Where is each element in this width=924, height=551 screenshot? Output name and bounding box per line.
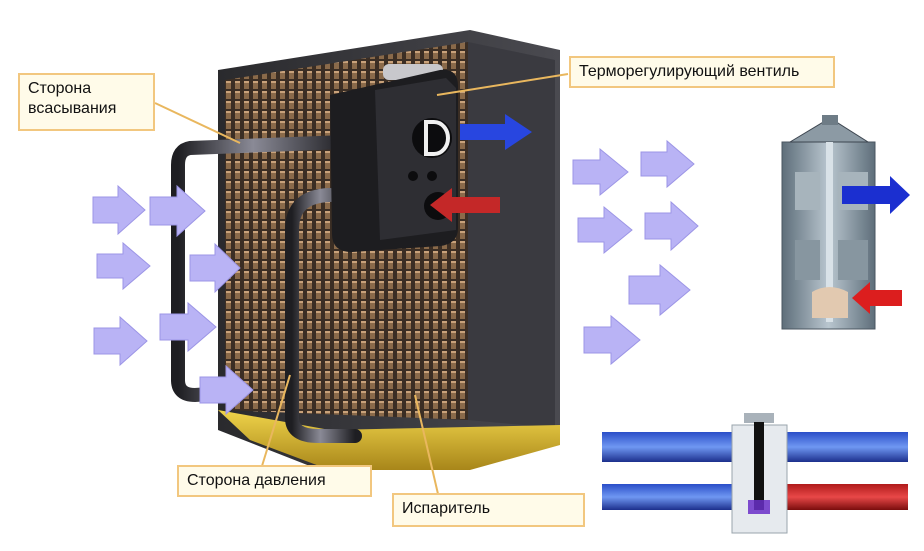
airflow-arrow-icon: [628, 263, 691, 317]
pipe-cutaway: [602, 413, 908, 534]
airflow-arrow-icon: [640, 139, 695, 189]
blue-arrow-icon: [842, 176, 910, 214]
airflow-arrow-icon: [583, 314, 641, 366]
expansion-valve: [330, 64, 458, 252]
airflow-arrow-icon: [577, 205, 633, 255]
airflow-arrow-icon: [644, 200, 699, 252]
red-arrow-icon: [430, 188, 500, 222]
evaporator-label: Испаритель: [392, 493, 585, 527]
airflow-arrow-icon: [189, 242, 241, 294]
airflow-arrow-icon: [96, 241, 151, 291]
suction-pipe: [171, 135, 352, 403]
pressure-side-label: Сторона давления: [177, 465, 372, 497]
label-leader-lines: [154, 73, 569, 495]
blue-arrow-icon: [460, 114, 532, 150]
red-arrow-icon: [852, 282, 902, 314]
airflow-arrows-in: [92, 184, 254, 416]
expansion-valve-label: Терморегулирующий вентиль: [569, 56, 835, 88]
airflow-arrow-icon: [572, 147, 629, 197]
airflow-arrow-icon: [199, 364, 254, 416]
airflow-arrow-icon: [159, 301, 217, 353]
airflow-arrow-icon: [93, 315, 148, 367]
airflow-arrows-out: [572, 139, 699, 366]
pressure-pipe: [285, 188, 362, 443]
airflow-arrow-icon: [92, 184, 146, 236]
suction-side-label: Сторона всасывания: [18, 73, 155, 131]
airflow-arrow-icon: [149, 184, 206, 238]
